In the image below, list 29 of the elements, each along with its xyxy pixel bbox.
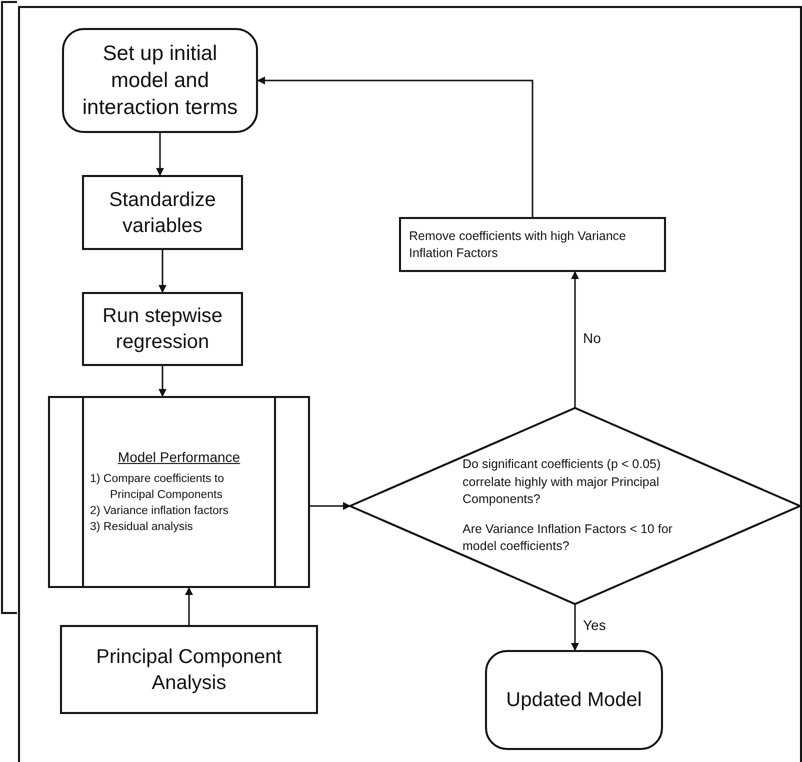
edge-label: No: [581, 330, 603, 346]
list-item: 1) Compare coefficients to Principal Components: [90, 472, 226, 503]
terminal-box: [62, 28, 258, 133]
box-label: Run stepwise regression: [101, 304, 224, 355]
box-label: Set up initial model and interaction terms: [81, 40, 239, 122]
arrow: [158, 366, 166, 397]
decision-text: Are Variance Inflation Factors < 10 for model coefficients?: [462, 520, 674, 556]
arrow: [158, 250, 166, 293]
arrow: [185, 587, 193, 625]
arrow: [310, 502, 351, 510]
arrow: [571, 604, 579, 651]
box-heading: Model Performance: [116, 448, 242, 465]
box-label: Remove coefficients with high Variance Inflation Factors: [409, 228, 628, 261]
process-box: [82, 292, 243, 366]
edge-label: Yes: [581, 617, 608, 633]
list-item: 3) Residual analysis: [90, 520, 194, 536]
process-box: [60, 625, 318, 714]
process-box: [48, 396, 310, 588]
process-box: [82, 175, 243, 250]
arrow: [156, 133, 164, 176]
arrow: [571, 271, 579, 408]
terminal-box: [485, 650, 663, 750]
process-box: [399, 217, 666, 272]
decision-text: Do significant coefficients (p < 0.05) correlate highly with major Principal Components?: [462, 456, 662, 508]
arrow: [257, 76, 534, 217]
box-label: Updated Model: [506, 688, 642, 713]
list-item: 2) Variance inflation factors: [90, 504, 230, 519]
box-label: Standardize variables: [108, 188, 217, 238]
box-label: Principal Component Analysis: [95, 644, 283, 696]
